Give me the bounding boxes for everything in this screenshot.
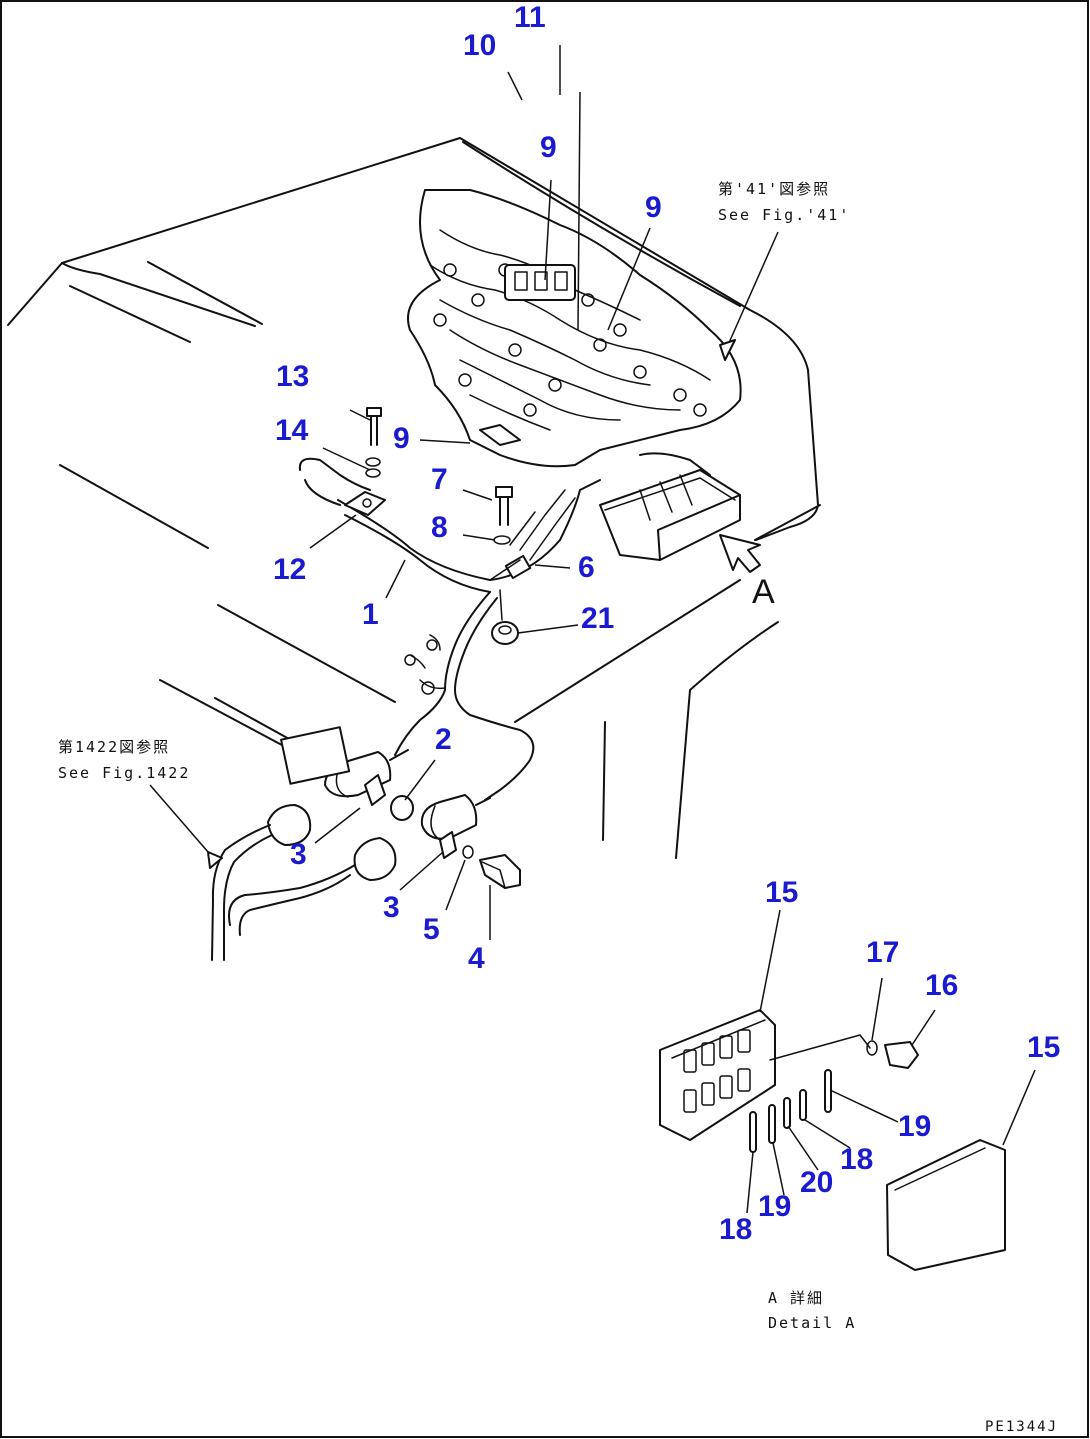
callout-19-left: 19 xyxy=(758,1190,792,1223)
wiring-harness-upper xyxy=(407,189,742,468)
note-detail-a-jp: A 詳細 xyxy=(768,1289,825,1307)
callout-13: 13 xyxy=(276,360,310,393)
note-fig141-jp: 第'41'図参照 xyxy=(718,180,831,198)
callout-21: 21 xyxy=(581,602,615,635)
note-fig1422-en: See Fig.1422 xyxy=(58,764,191,782)
callout-11: 11 xyxy=(514,1,546,34)
cab-roof-outline xyxy=(7,137,821,859)
reference-arrows xyxy=(149,231,779,869)
callout-20: 20 xyxy=(800,1166,834,1199)
harness-see-1422 xyxy=(211,804,397,961)
callout-18-left: 18 xyxy=(719,1213,753,1246)
drawing-code: PE1344J xyxy=(985,1419,1059,1435)
callout-18-right: 18 xyxy=(840,1143,874,1176)
note-fig1422-jp: 第1422図参照 xyxy=(58,738,171,756)
callout-8: 8 xyxy=(431,511,448,544)
fuse-box-in-cab xyxy=(599,452,741,561)
clamp-and-bolt-13 xyxy=(344,407,386,516)
callout-1: 1 xyxy=(362,598,379,631)
detail-a-parts xyxy=(659,1009,1006,1271)
view-arrow-a xyxy=(719,534,761,573)
note-detail-a-en: Detail A xyxy=(768,1314,857,1332)
callout-12: 12 xyxy=(273,553,307,586)
leader-lines xyxy=(309,45,1036,1214)
callout-16: 16 xyxy=(925,969,959,1002)
callout-7: 7 xyxy=(431,463,448,496)
note-fig141-en: See Fig.'41' xyxy=(718,206,851,224)
bolt-7-washer-8 xyxy=(489,486,521,581)
callout-6: 6 xyxy=(578,551,595,584)
callout-9-right: 9 xyxy=(645,191,662,224)
callout-5: 5 xyxy=(423,913,440,946)
callout-9-left: 9 xyxy=(393,422,410,455)
callout-15-right: 15 xyxy=(1027,1031,1061,1064)
callout-19-right: 19 xyxy=(898,1110,932,1143)
callout-3-left: 3 xyxy=(290,838,307,871)
callout-4: 4 xyxy=(468,942,485,975)
callout-10: 10 xyxy=(463,29,497,62)
callout-14: 14 xyxy=(275,414,309,447)
callout-9-top: 9 xyxy=(540,131,557,164)
callout-17: 17 xyxy=(866,936,900,969)
callout-3-right: 3 xyxy=(383,891,400,924)
view-letter-a: A xyxy=(752,573,775,611)
connectors-lower xyxy=(280,726,521,889)
callout-2: 2 xyxy=(435,723,452,756)
callout-15-left: 15 xyxy=(765,876,799,909)
